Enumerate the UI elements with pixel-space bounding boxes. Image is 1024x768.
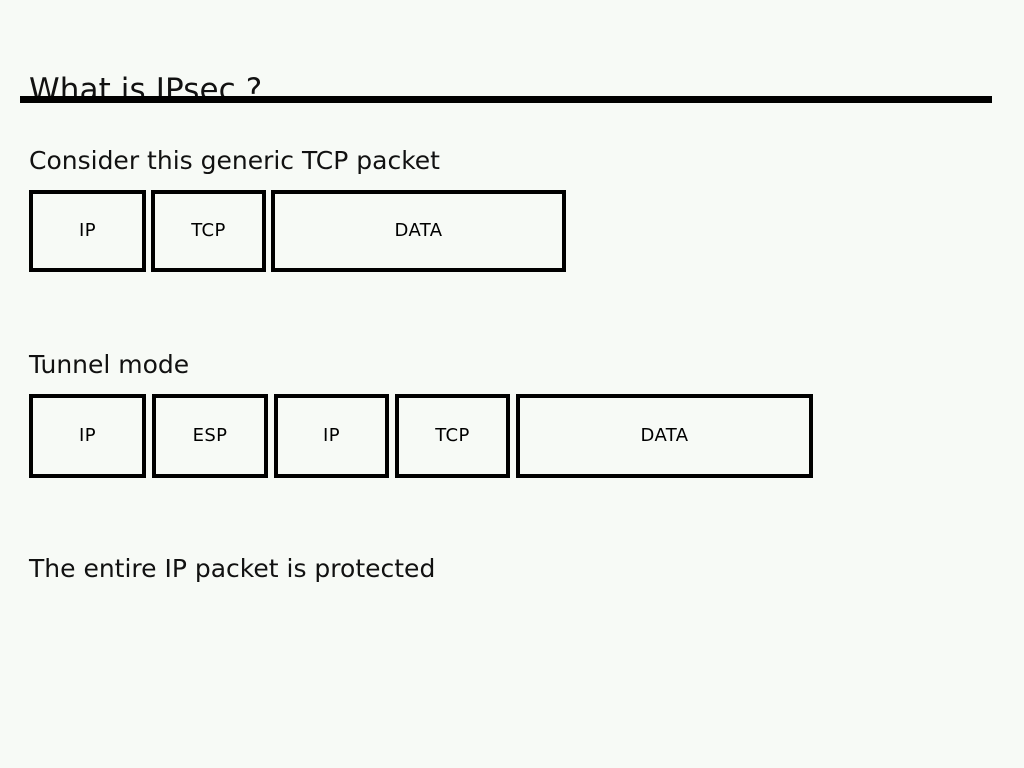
generic-packet-diagram: IP TCP DATA bbox=[29, 190, 571, 272]
packet-field-outer-ip: IP bbox=[29, 394, 146, 478]
packet-field-label: DATA bbox=[640, 425, 689, 446]
title-underline-rule bbox=[20, 96, 992, 103]
packet-field-label: TCP bbox=[191, 220, 226, 241]
tunnel-mode-caption: Tunnel mode bbox=[29, 350, 190, 379]
packet-field-label: ESP bbox=[192, 425, 228, 446]
packet-field-label: IP bbox=[79, 425, 96, 446]
packet-field-tcp: TCP bbox=[395, 394, 510, 478]
packet-field-label: IP bbox=[323, 425, 340, 446]
packet-field-esp: ESP bbox=[152, 394, 268, 478]
footer-note: The entire IP packet is protected bbox=[29, 554, 436, 583]
packet-field-label: TCP bbox=[435, 425, 470, 446]
packet-field-data: DATA bbox=[271, 190, 566, 272]
generic-packet-caption: Consider this generic TCP packet bbox=[29, 146, 440, 175]
packet-field-inner-ip: IP bbox=[274, 394, 389, 478]
packet-field-label: IP bbox=[79, 220, 96, 241]
page-title: What is IPsec ? bbox=[29, 71, 263, 108]
packet-field-label: DATA bbox=[394, 220, 443, 241]
packet-field-tcp: TCP bbox=[151, 190, 266, 272]
packet-field-data: DATA bbox=[516, 394, 813, 478]
packet-field-ip: IP bbox=[29, 190, 146, 272]
tunnel-mode-packet-diagram: IP ESP IP TCP DATA bbox=[29, 394, 819, 478]
